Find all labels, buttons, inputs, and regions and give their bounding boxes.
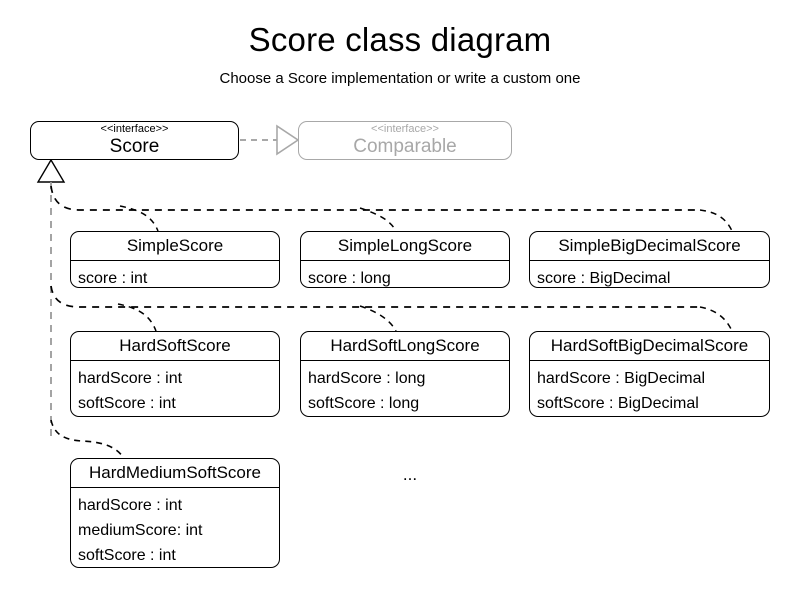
- interface-name-score: Score: [109, 136, 160, 157]
- attribute-row: softScore : int: [78, 395, 176, 412]
- interface-box-score[interactable]: <<interface>> Score: [30, 121, 239, 160]
- class-box-hard-soft-long-score[interactable]: HardSoftLongScore hardScore : long softS…: [300, 331, 510, 417]
- hollow-triangle-arrowhead-score: [36, 158, 66, 183]
- class-box-hard-medium-soft-score[interactable]: HardMediumSoftScore hardScore : int medi…: [70, 458, 280, 568]
- class-title-hard-medium-soft-score: HardMediumSoftScore: [71, 459, 279, 488]
- attribute-row: softScore : long: [308, 395, 420, 412]
- class-title-simple-long-score: SimpleLongScore: [301, 232, 509, 261]
- attribute-row: softScore : int: [78, 547, 176, 564]
- class-box-hard-soft-big-decimal-score[interactable]: HardSoftBigDecimalScore hardScore : BigD…: [529, 331, 770, 417]
- class-attributes-hard-soft-big-decimal-score: hardScore : BigDecimal softScore : BigDe…: [530, 361, 769, 416]
- class-title-hard-soft-score: HardSoftScore: [71, 332, 279, 361]
- class-attributes-simple-score: score : int: [71, 261, 279, 287]
- interface-name-comparable: Comparable: [353, 136, 457, 157]
- class-box-simple-long-score[interactable]: SimpleLongScore score : long: [300, 231, 510, 288]
- attribute-row: mediumScore: int: [78, 522, 203, 539]
- stereotype-label-score: <<interface>>: [100, 123, 169, 135]
- class-attributes-simple-big-decimal-score: score : BigDecimal: [530, 261, 769, 287]
- inheritance-branch-row-2: [50, 285, 700, 308]
- inheritance-drops-row-2: [117, 303, 733, 332]
- class-attributes-simple-long-score: score : long: [301, 261, 509, 287]
- attribute-row: hardScore : int: [78, 497, 183, 514]
- attribute-row: score : BigDecimal: [537, 270, 671, 287]
- inheritance-branch-row-3: [50, 419, 125, 459]
- attribute-row: hardScore : BigDecimal: [537, 370, 706, 387]
- inheritance-branch-row-1: [50, 185, 700, 211]
- inheritance-drops-row-1: [119, 205, 733, 232]
- class-attributes-hard-soft-long-score: hardScore : long softScore : long: [301, 361, 509, 416]
- class-box-simple-big-decimal-score[interactable]: SimpleBigDecimalScore score : BigDecimal: [529, 231, 770, 288]
- stereotype-label-comparable: <<interface>>: [371, 123, 439, 135]
- class-title-simple-score: SimpleScore: [71, 232, 279, 261]
- attribute-row: score : int: [78, 270, 148, 287]
- class-title-hard-soft-big-decimal-score: HardSoftBigDecimalScore: [530, 332, 769, 361]
- class-attributes-hard-medium-soft-score: hardScore : int mediumScore: int softSco…: [71, 488, 279, 567]
- class-box-hard-soft-score[interactable]: HardSoftScore hardScore : int softScore …: [70, 331, 280, 417]
- attribute-row: softScore : BigDecimal: [537, 395, 699, 412]
- class-title-hard-soft-long-score: HardSoftLongScore: [301, 332, 509, 361]
- hollow-triangle-arrowhead-comparable: [276, 124, 300, 156]
- more-implementations-ellipsis: ...: [402, 465, 418, 484]
- class-box-simple-score[interactable]: SimpleScore score : int: [70, 231, 280, 288]
- interface-box-comparable[interactable]: <<interface>> Comparable: [298, 121, 512, 160]
- attribute-row: hardScore : int: [78, 370, 183, 387]
- attribute-row: hardScore : long: [308, 370, 426, 387]
- realization-score-to-comparable: [240, 124, 300, 156]
- page-title: Score class diagram: [248, 21, 552, 58]
- class-title-simple-big-decimal-score: SimpleBigDecimalScore: [530, 232, 769, 261]
- page-subtitle: Choose a Score implementation or write a…: [219, 70, 581, 87]
- attribute-row: score : long: [308, 270, 391, 287]
- class-attributes-hard-soft-score: hardScore : int softScore : int: [71, 361, 279, 416]
